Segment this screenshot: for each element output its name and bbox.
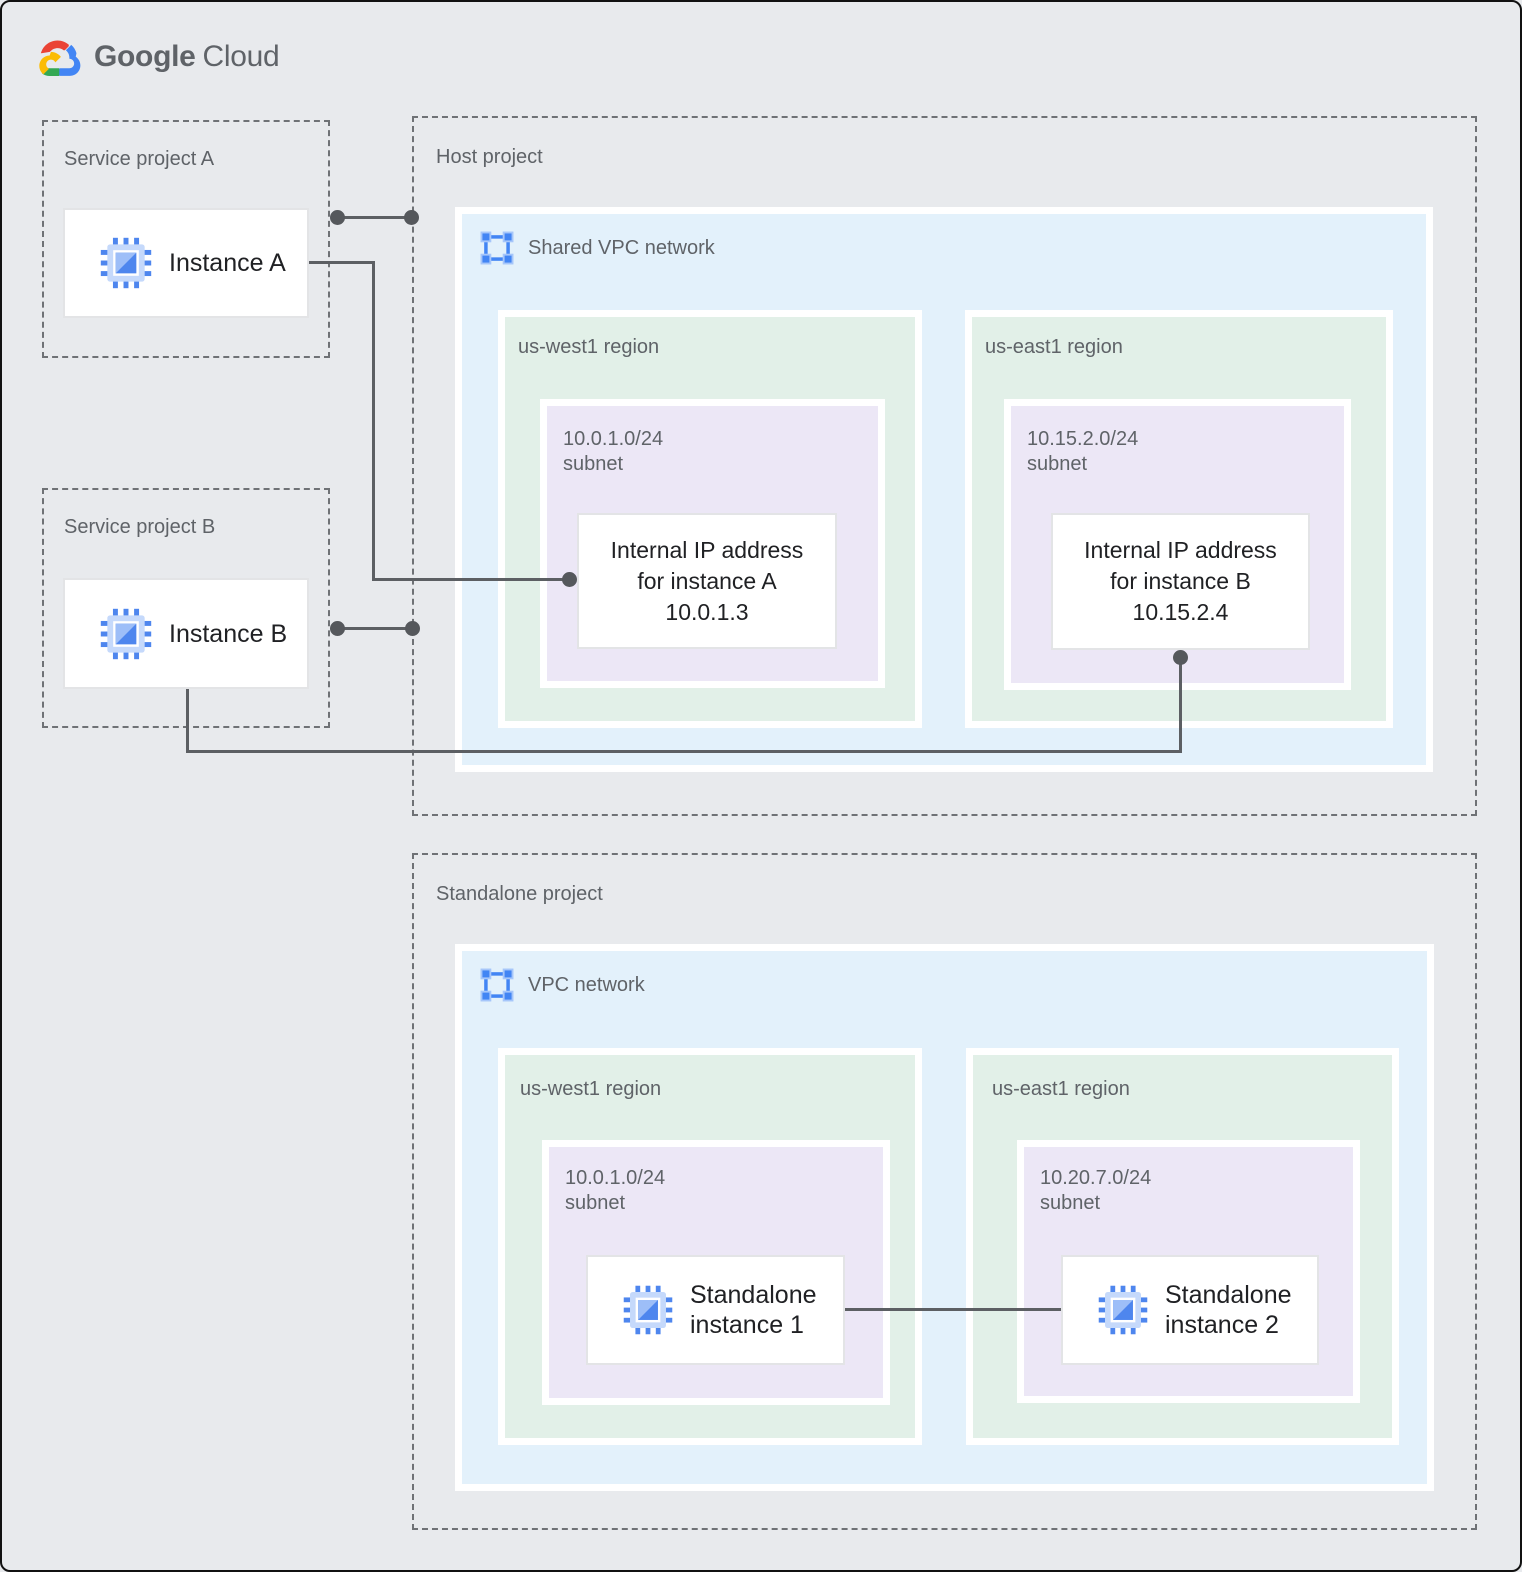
connector-service-b-host-line — [337, 627, 413, 630]
connector-instance-b-seg-h — [186, 750, 1182, 753]
standalone-instance-1-card: Standalone instance 1 — [586, 1255, 845, 1365]
connector-instance-b-seg-v1 — [186, 689, 189, 753]
ip-a-line2: for instance A — [637, 567, 777, 594]
connector-service-a-host-line — [337, 216, 411, 219]
standalone-instance-1-label: Standalone instance 1 — [690, 1281, 817, 1339]
service-project-a-label: Service project A — [64, 148, 215, 170]
standalone-instance-2-label: Standalone instance 2 — [1165, 1281, 1292, 1339]
connector-standalone-instances-line — [845, 1308, 1061, 1311]
service-project-a-box — [42, 120, 330, 358]
connector-instance-b-seg-v2 — [1179, 657, 1182, 753]
host-project-label: Host project — [436, 146, 543, 168]
connector-dot — [1173, 650, 1188, 665]
subnet-word: subnet — [1027, 453, 1088, 475]
host-west-subnet-label: 10.0.1.0/24 subnet — [563, 427, 663, 477]
connector-dot — [562, 572, 577, 587]
compute-engine-icon — [622, 1284, 674, 1336]
subnet-cidr: 10.15.2.0/24 — [1027, 428, 1139, 450]
google-cloud-icon — [34, 36, 82, 78]
standalone-project-box — [412, 853, 1477, 1530]
ip-a-line3: 10.0.1.3 — [665, 598, 749, 625]
ip-b-line3: 10.15.2.4 — [1132, 599, 1229, 625]
connector-instance-a-seg-h1 — [309, 261, 375, 264]
subnet-word: subnet — [563, 453, 624, 475]
internal-ip-b-card: Internal IP address for instance B 10.15… — [1051, 513, 1310, 650]
vpc-network-icon — [478, 229, 516, 267]
ip-a-line1: Internal IP address — [610, 536, 804, 563]
instance-b-card: Instance B — [63, 578, 309, 689]
compute-engine-icon — [1097, 1284, 1149, 1336]
wordmark-google: Google — [94, 40, 196, 73]
subnet-word: subnet — [565, 1192, 626, 1214]
standalone-instance-2-card: Standalone instance 2 — [1061, 1255, 1319, 1365]
connector-instance-a-seg-v — [372, 261, 375, 581]
connector-instance-a-seg-h2 — [372, 578, 571, 581]
instance-b-label: Instance B — [169, 619, 288, 648]
compute-engine-icon — [99, 236, 153, 290]
shared-vpc-network-label: Shared VPC network — [528, 236, 715, 259]
connector-dot — [405, 621, 420, 636]
standalone-project-label: Standalone project — [436, 883, 603, 905]
host-project-box — [412, 116, 1477, 816]
subnet-cidr: 10.0.1.0/24 — [565, 1167, 666, 1189]
wordmark-cloud: Cloud — [202, 40, 280, 73]
service-project-b-label: Service project B — [64, 516, 216, 538]
vpc-network-label: VPC network — [528, 973, 645, 996]
host-us-west1-region-label: us-west1 region — [518, 336, 660, 358]
ip-b-line1: Internal IP address — [1084, 537, 1277, 563]
host-east-subnet-label: 10.15.2.0/24 subnet — [1027, 427, 1138, 477]
internal-ip-a-card: Internal IP address for instance A 10.0.… — [577, 513, 837, 649]
connector-dot — [404, 210, 419, 225]
connector-dot — [330, 210, 345, 225]
connector-dot — [330, 621, 345, 636]
shared-vpc-network-row: Shared VPC network — [478, 229, 715, 267]
subnet-word: subnet — [1040, 1192, 1101, 1214]
host-us-east1-region-label: us-east1 region — [985, 336, 1123, 358]
vpc-network-icon — [478, 966, 516, 1004]
standalone-west-subnet-label: 10.0.1.0/24 subnet — [565, 1166, 665, 1216]
ip-b-line2: for instance B — [1110, 568, 1251, 594]
subnet-cidr: 10.0.1.0/24 — [563, 428, 664, 450]
instance-a-card: Instance A — [63, 208, 309, 318]
compute-engine-icon — [99, 607, 153, 661]
standalone-us-east1-region-label: us-east1 region — [992, 1078, 1130, 1100]
standalone-east-subnet-label: 10.20.7.0/24 subnet — [1040, 1166, 1151, 1216]
instance-a-label: Instance A — [169, 249, 286, 277]
standalone-us-west1-region-label: us-west1 region — [520, 1078, 662, 1100]
subnet-cidr: 10.20.7.0/24 — [1040, 1167, 1152, 1189]
vpc-network-row: VPC network — [478, 966, 645, 1004]
